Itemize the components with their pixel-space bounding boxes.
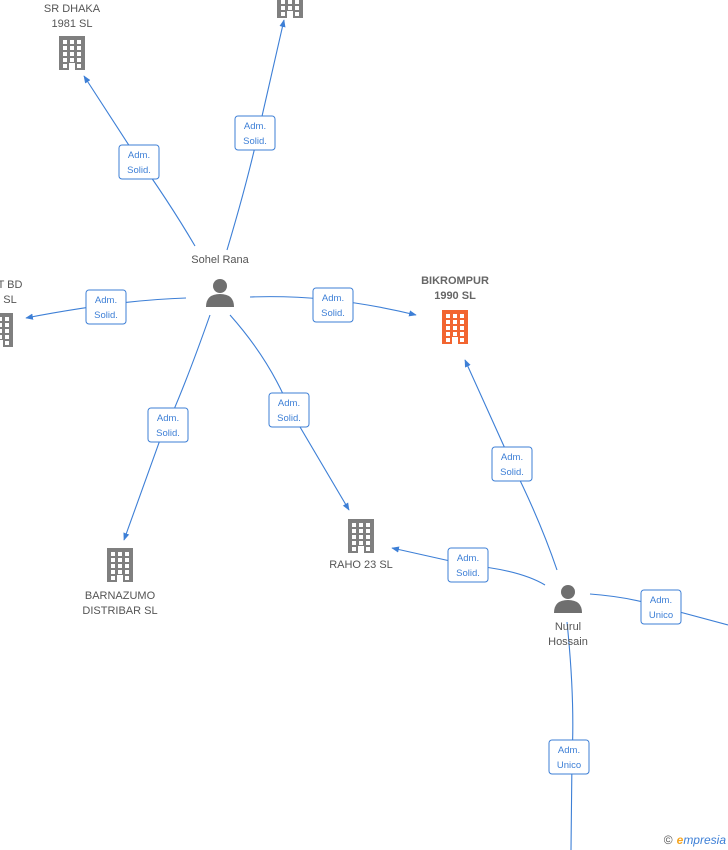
copyright-symbol: ©: [663, 833, 673, 847]
empresia-watermark[interactable]: ©empresia: [664, 833, 726, 847]
edge-label-box[interactable]: [118, 144, 160, 180]
edge-label-box[interactable]: [548, 739, 590, 775]
edge-label[interactable]: Adm. Solid.: [85, 289, 127, 325]
edge-label-text: Unico: [557, 760, 581, 771]
building-icon[interactable]: [442, 310, 468, 344]
node-label-bikrompur: 1990 SL: [434, 290, 476, 302]
building-icon[interactable]: [277, 0, 303, 18]
building-icon[interactable]: [348, 519, 374, 553]
edge-label[interactable]: Adm. Solid.: [491, 446, 533, 482]
edge-labels-layer: Adm. Solid. Adm. Solid. Adm. Solid. Adm. Solid.…: [85, 115, 682, 775]
node-label-srdhaka: SR DHAKA: [44, 3, 101, 15]
edge-label-text: Adm.: [558, 745, 580, 756]
node-label-nurul: Nurul: [555, 621, 581, 633]
node-label-raho: RAHO 23 SL: [329, 559, 393, 571]
edge-label[interactable]: Adm. Solid.: [447, 547, 489, 583]
edge-label-text: Adm.: [322, 293, 344, 304]
node-label-nurul: Hossain: [548, 636, 588, 648]
watermark-initial: e: [676, 833, 684, 847]
edge-label[interactable]: Adm. Unico: [640, 589, 682, 625]
edge-label-box[interactable]: [447, 547, 489, 583]
edge-label-text: Adm.: [650, 595, 672, 606]
node-label-bikrompur: BIKROMPUR: [421, 275, 489, 287]
edge-label-text: Adm.: [95, 295, 117, 306]
edge-label-text: Adm.: [244, 121, 266, 132]
edge-label-text: Solid.: [243, 136, 267, 147]
node-label-leftco: T BD: [0, 279, 22, 291]
edge-label-text: Solid.: [500, 467, 524, 478]
edge-label-box[interactable]: [640, 589, 682, 625]
edge-label-box[interactable]: [312, 287, 354, 323]
edge-label[interactable]: Adm. Solid.: [118, 144, 160, 180]
edge-label-text: Solid.: [321, 308, 345, 319]
person-icon[interactable]: [554, 585, 582, 613]
edge-label-box[interactable]: [85, 289, 127, 325]
node-label-srdhaka: 1981 SL: [52, 18, 93, 30]
edge-label-text: Adm.: [457, 553, 479, 564]
edge-label-text: Adm.: [501, 452, 523, 463]
edge-label[interactable]: Adm. Solid.: [268, 392, 310, 428]
node-label-barnazumo: DISTRIBAR SL: [82, 605, 157, 617]
edge-label-text: Adm.: [157, 413, 179, 424]
edge-label-box[interactable]: [147, 407, 189, 443]
edge-label-text: Solid.: [156, 428, 180, 439]
building-icon[interactable]: [59, 36, 85, 70]
edge-label-text: Adm.: [128, 150, 150, 161]
node-label-leftco: SL: [3, 294, 16, 306]
building-icon[interactable]: [107, 548, 133, 582]
edge-label-text: Solid.: [277, 413, 301, 424]
edge-label-box[interactable]: [491, 446, 533, 482]
nodes-layer: SR DHAKA 1981 SL T BD SL BIKROMPUR 1990 SL RAH…: [0, 0, 588, 648]
edge-label[interactable]: Adm. Solid.: [147, 407, 189, 443]
edge-label-text: Adm.: [278, 398, 300, 409]
watermark-text: mpresia: [683, 833, 726, 847]
building-icon[interactable]: [0, 313, 13, 347]
edge-label-text: Solid.: [94, 310, 118, 321]
edge-label[interactable]: Adm. Solid.: [312, 287, 354, 323]
edge-label-text: Solid.: [127, 165, 151, 176]
edge-label-box[interactable]: [268, 392, 310, 428]
node-label-sohel: Sohel Rana: [191, 254, 249, 266]
edge-label[interactable]: Adm. Unico: [548, 739, 590, 775]
person-icon[interactable]: [206, 279, 234, 307]
edge-label-text: Unico: [649, 610, 673, 621]
edge-label[interactable]: Adm. Solid.: [234, 115, 276, 151]
edge-label-box[interactable]: [234, 115, 276, 151]
node-label-barnazumo: BARNAZUMO: [85, 590, 156, 602]
edge-nurul-offscreen-bottom: [566, 621, 574, 850]
edge-label-text: Solid.: [456, 568, 480, 579]
